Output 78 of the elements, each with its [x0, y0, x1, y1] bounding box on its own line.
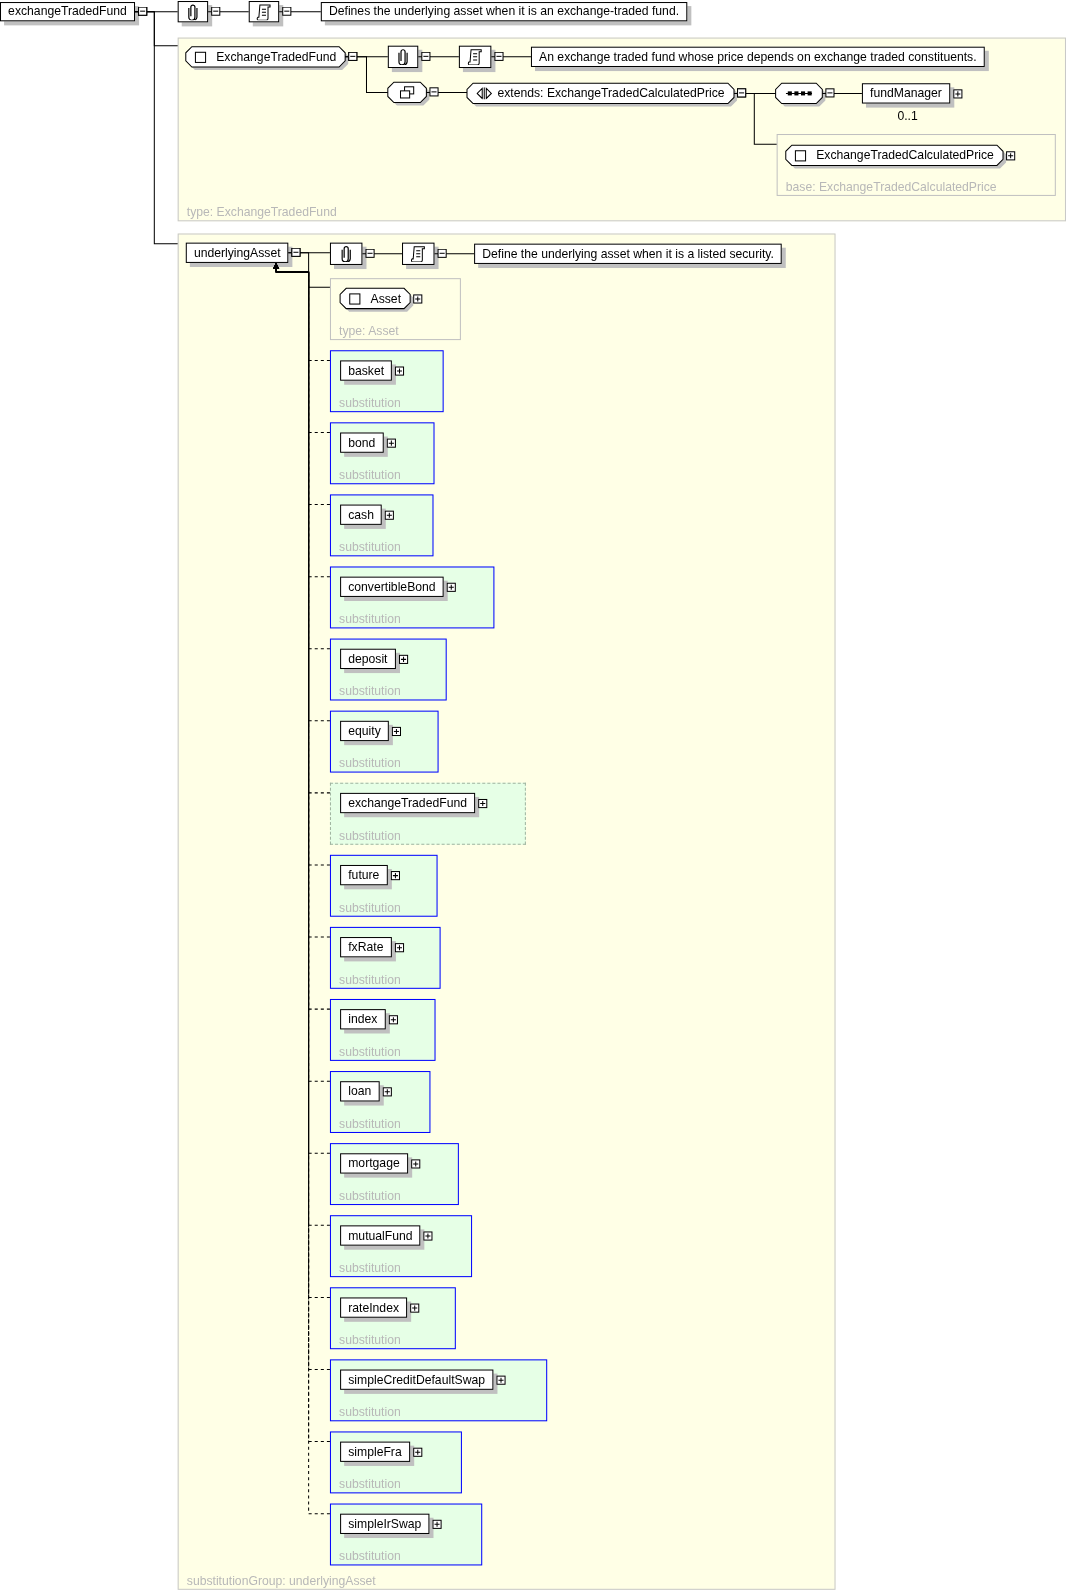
substitution-panel: [329, 1071, 431, 1133]
panel-caption: substitution: [339, 972, 401, 987]
element-box: basket: [340, 360, 393, 381]
connector-line: [425, 87, 468, 97]
type-name: extends: ExchangeTradedCalculatedPrice: [497, 85, 725, 103]
element-box: mutualFund: [340, 1225, 421, 1246]
connector-line: [361, 248, 403, 258]
connector-line: [434, 248, 475, 258]
substitution-panel: [329, 1143, 459, 1206]
content-box: [387, 82, 427, 103]
panel-caption: substitution: [339, 1332, 401, 1348]
substitution-panel: [329, 1359, 548, 1422]
panel-caption: substitution: [339, 1188, 401, 1203]
type-panel: [177, 37, 1066, 222]
substitution-panel: [329, 350, 444, 413]
substitution-panel: [329, 1431, 462, 1494]
base-type-panel: [776, 134, 1056, 196]
panel-caption: type: Asset: [339, 323, 399, 339]
connector-line: [134, 6, 179, 245]
substitution-panel: [329, 494, 434, 557]
panel-caption: substitution: [339, 395, 401, 411]
panel-caption: base: ExchangeTradedCalculatedPrice: [785, 179, 997, 194]
panel-caption: substitution: [339, 540, 401, 555]
complex-type-box: [467, 83, 734, 104]
panel-caption: substitution: [339, 1260, 401, 1276]
substitution-panel: [329, 926, 441, 989]
element-box: index: [340, 1009, 386, 1030]
complex-type-box: [340, 288, 411, 309]
sequence-box: [775, 83, 823, 104]
panel-caption: type: ExchangeTradedFund: [186, 205, 337, 220]
substitution-panel: [329, 710, 439, 773]
complex-type-box: [785, 145, 1004, 166]
connector-line: [821, 88, 863, 98]
panel-caption: substitution: [339, 612, 401, 627]
documentation-box: Defines the underlying asset when it is an exchange-traded fund.: [320, 2, 688, 22]
element-box: rateIndex: [340, 1297, 408, 1318]
substitution-panel: [329, 782, 526, 845]
substitution-panel: [329, 1215, 473, 1278]
element-box: fxRate: [340, 937, 392, 958]
element-box: future: [340, 864, 388, 886]
panel-caption: substitution: [339, 1405, 401, 1420]
annotation-box: [248, 1, 280, 23]
substitution-panel: [329, 998, 436, 1061]
panel-caption: substitutionGroup: underlyingAsset: [186, 1573, 376, 1588]
panel-caption: substitution: [339, 900, 401, 915]
connector-line: [278, 6, 322, 16]
element-box: simpleCreditDefaultSwap: [340, 1369, 494, 1390]
element-box: cash: [340, 504, 383, 525]
substitution-panel: [329, 638, 447, 701]
panel-caption: substitution: [339, 1116, 401, 1131]
substitution-panel: [329, 854, 438, 917]
connector-line: [417, 51, 460, 61]
element-box: bond: [340, 432, 384, 453]
element-box: equity: [340, 720, 389, 742]
panel-caption: substitution: [339, 684, 401, 699]
element-box: loan: [340, 1081, 380, 1102]
connector-line: [207, 6, 250, 16]
type-name: ExchangeTradedFund: [216, 48, 337, 66]
complex-type-box: [185, 46, 346, 67]
type-panel: [177, 233, 836, 1590]
panel-caption: substitution: [339, 1044, 401, 1059]
annotation-box: [177, 1, 209, 23]
occurrence-label: 0..1: [897, 108, 918, 123]
panel-caption: substitution: [339, 1477, 401, 1492]
substitution-panel: [329, 566, 495, 629]
panel-caption: substitution: [339, 756, 401, 771]
connector-line: [344, 51, 389, 93]
substitution-panel: [329, 422, 435, 485]
panel-caption: substitution: [339, 468, 401, 483]
connector-line: [287, 247, 331, 288]
type-name: ExchangeTradedCalculatedPrice: [816, 147, 994, 165]
panel-caption: substitution: [339, 1549, 401, 1564]
connector-line: [490, 51, 532, 61]
panel-caption: substitution: [339, 828, 401, 843]
element-box: exchangeTradedFund: [340, 792, 476, 814]
substitution-panel: [329, 1287, 456, 1350]
type-name: Asset: [370, 290, 401, 308]
substitution-panel: [329, 1503, 483, 1566]
